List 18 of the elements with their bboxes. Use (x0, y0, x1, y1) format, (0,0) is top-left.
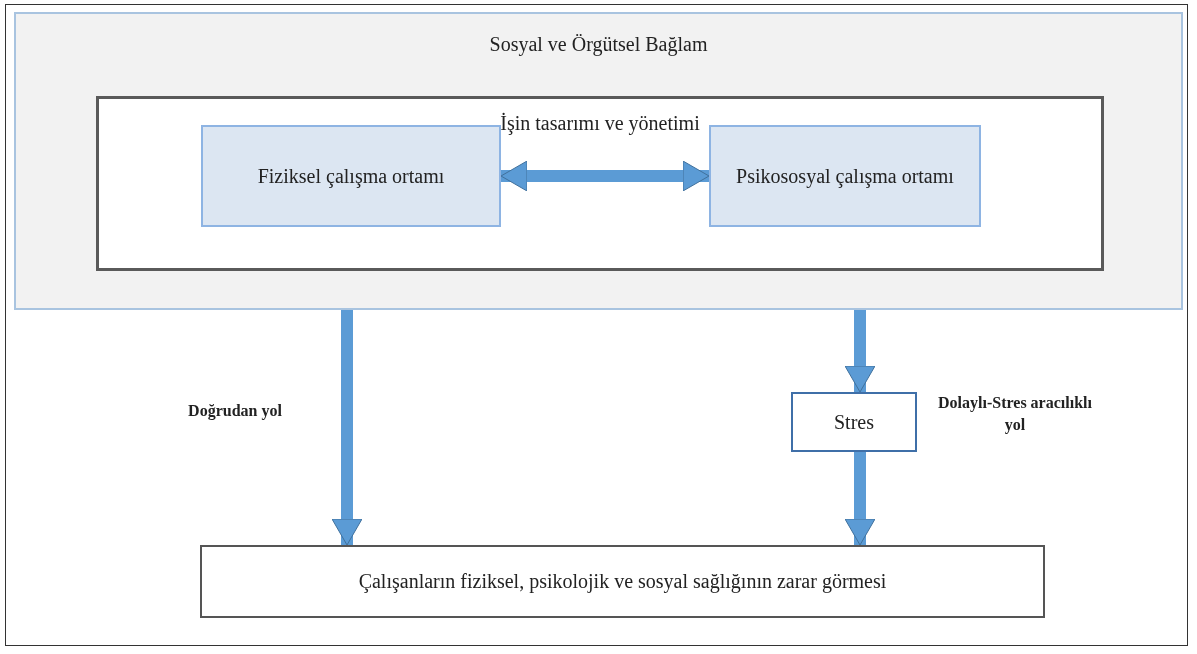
block-arrow (844, 310, 876, 393)
node-text: Psikososyal çalışma ortamı (735, 163, 955, 189)
process-panel (96, 96, 1104, 271)
panel-title: İşin tasarımı ve yönetimi (499, 111, 701, 136)
process-box (709, 125, 981, 227)
node-text: Fiziksel çalışma ortamı (256, 163, 446, 189)
context-panel (14, 12, 1183, 310)
block-arrow (331, 310, 363, 546)
block-arrow (844, 452, 876, 546)
process-box (201, 125, 501, 227)
outcome-box (200, 545, 1045, 618)
block-arrow (500, 160, 710, 192)
panel-title: Sosyal ve Örgütsel Bağlam (488, 32, 709, 57)
process-box (791, 392, 917, 452)
node-text: Çalışanların fiziksel, psikolojik ve sosyal sağlığının zarar görmesi (357, 569, 888, 594)
node-text: Stres (833, 409, 875, 435)
edge-label: Doğrudan yol (187, 401, 283, 422)
path-label: Dolaylı-Stres aracılıklı yol (937, 393, 1093, 436)
